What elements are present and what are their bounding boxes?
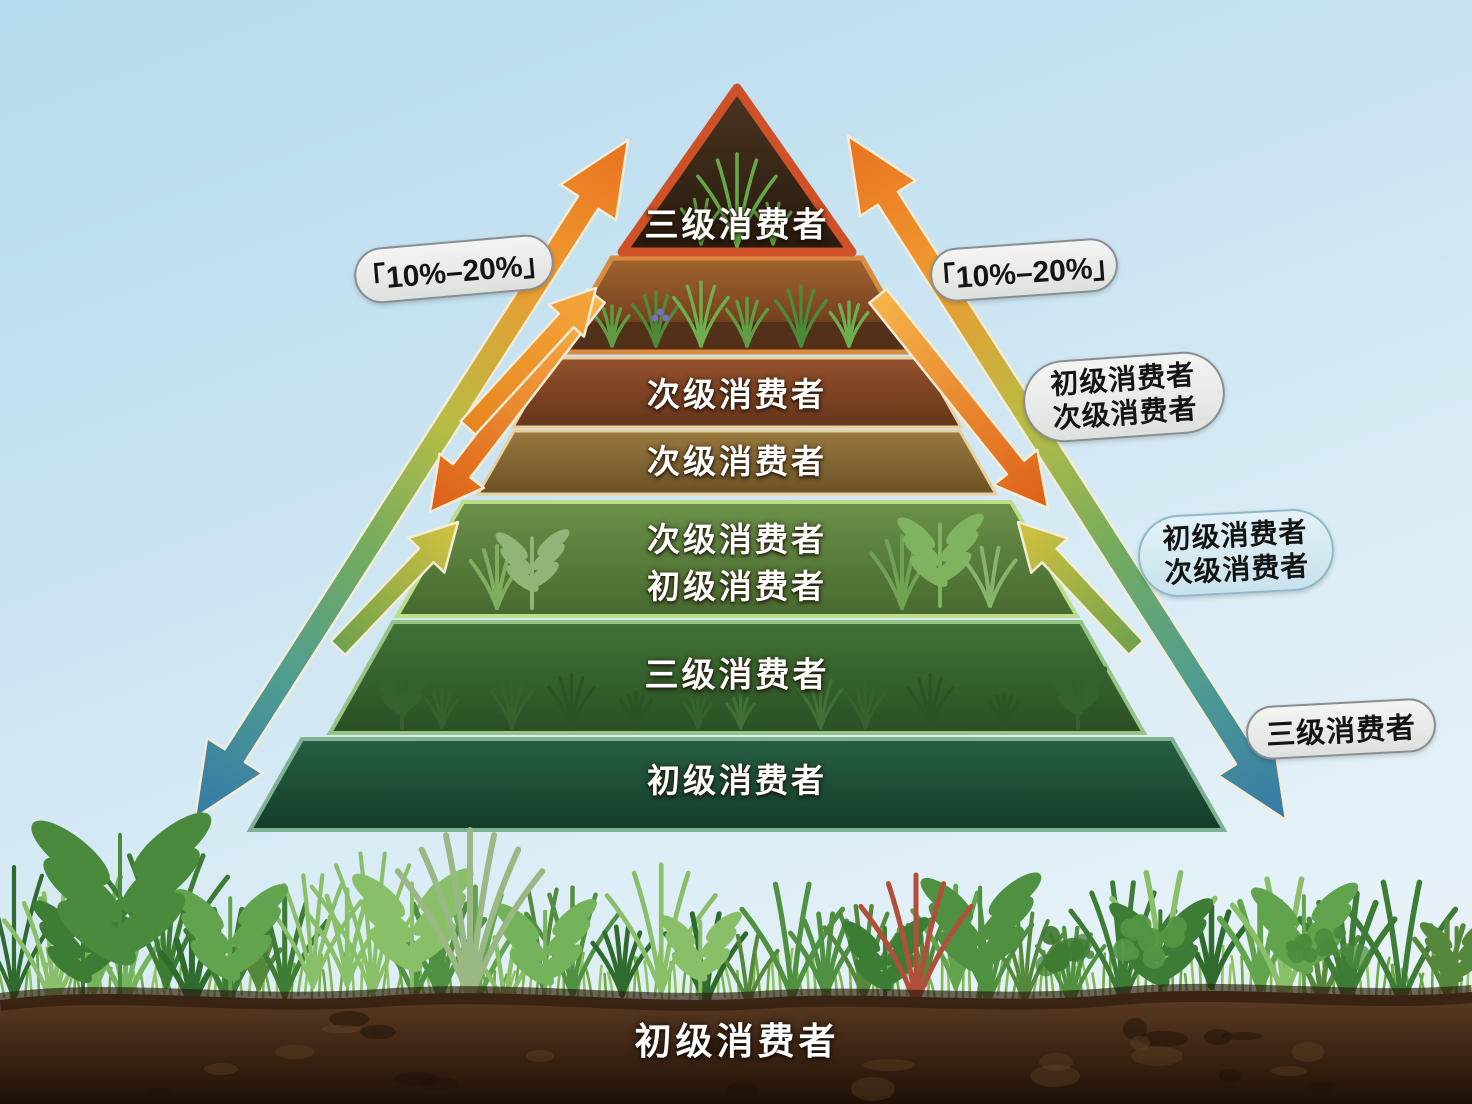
soil-clod (1138, 1031, 1188, 1047)
layer6-plant (424, 688, 460, 730)
layer6-plant (905, 673, 955, 730)
soil-clod (1219, 1069, 1241, 1083)
pyramid-level-3-shape (510, 356, 964, 429)
seedling (753, 201, 793, 246)
leafy-bush (1285, 926, 1372, 971)
pyramid-level-7-shape (246, 737, 1228, 832)
purple-flower (656, 308, 664, 316)
meadow-broadleaf (173, 883, 289, 1009)
seedling (679, 197, 723, 246)
energy-loss-arrow-right (868, 287, 1050, 510)
soil-clod (863, 1059, 915, 1071)
soil-clod (204, 1063, 238, 1075)
soil-clod (394, 1072, 440, 1086)
soil-clod (651, 1032, 687, 1042)
green-energy-arrow-right (1016, 520, 1145, 657)
meadow-broadleaf (659, 911, 742, 1002)
meadow-broadleaf (494, 899, 597, 1011)
large-broadleaf-plant (31, 812, 212, 1007)
layer6-plant (374, 668, 431, 730)
soil-clod (275, 1045, 315, 1059)
grass-blade (643, 960, 650, 996)
soil-clod (1222, 1032, 1262, 1040)
soil-clod (526, 1050, 554, 1062)
soil-clod (321, 1025, 361, 1033)
soil-clod (686, 1037, 728, 1055)
layer6-plant (988, 692, 1020, 730)
leafy-bush (1035, 926, 1095, 977)
layer2-plant (828, 300, 870, 348)
grass-blade (672, 965, 678, 999)
layer6-plant (797, 675, 844, 730)
layer5-plant (897, 513, 984, 608)
soil-top-rim (0, 983, 1472, 1011)
meadow-broadleaf (920, 872, 1042, 1004)
soil-clod (725, 1082, 759, 1100)
layer6-plant (725, 694, 756, 730)
meadow-plant (590, 924, 655, 999)
soil-clod (851, 1077, 895, 1101)
soil-clod (1292, 1042, 1324, 1062)
agave-plant (394, 827, 546, 1003)
soil-cross-section (0, 983, 1472, 1104)
layer2-plant (593, 304, 631, 348)
purple-flower (662, 314, 670, 322)
soil-clod (1271, 1066, 1307, 1076)
soil-clod (1204, 1029, 1232, 1045)
soil-clod (1310, 1081, 1336, 1093)
layer2-plant (773, 284, 829, 348)
leafy-bush (1113, 914, 1187, 969)
layer6-plant (844, 680, 887, 730)
meadow-plant (524, 885, 621, 999)
soil-clod (1131, 1046, 1183, 1066)
layer6-plant (490, 678, 534, 730)
seedling (696, 152, 778, 248)
energy-in-arrow-left (459, 286, 598, 436)
soil-clod (360, 1025, 396, 1039)
layer5-plant (962, 545, 1018, 608)
meadow-broadleaf (352, 868, 474, 1001)
layer2-plant (672, 280, 730, 348)
soil-clod (1123, 1018, 1147, 1040)
layer6-plant (682, 694, 713, 730)
pyramid-level-4-shape (475, 429, 999, 496)
layer6-plant (619, 690, 653, 730)
energy-flow-arrows (193, 134, 1288, 822)
green-energy-arrow-left (329, 520, 460, 657)
purple-flower (651, 314, 659, 322)
soil-clod (329, 1011, 369, 1027)
soil-clod (1030, 1065, 1080, 1087)
layer2-plant (724, 296, 770, 348)
soil-clod (144, 1088, 174, 1104)
soil-clod (1039, 1053, 1073, 1071)
layer5-plant (495, 529, 570, 610)
pyramid-layer-plants (374, 152, 1108, 730)
layer6-plant (546, 672, 596, 730)
layer6-plant (1049, 666, 1108, 730)
energy-flow-ribbon-right (846, 134, 1288, 822)
soil-clod (1130, 1036, 1150, 1050)
ground-vegetation (0, 812, 1472, 1013)
